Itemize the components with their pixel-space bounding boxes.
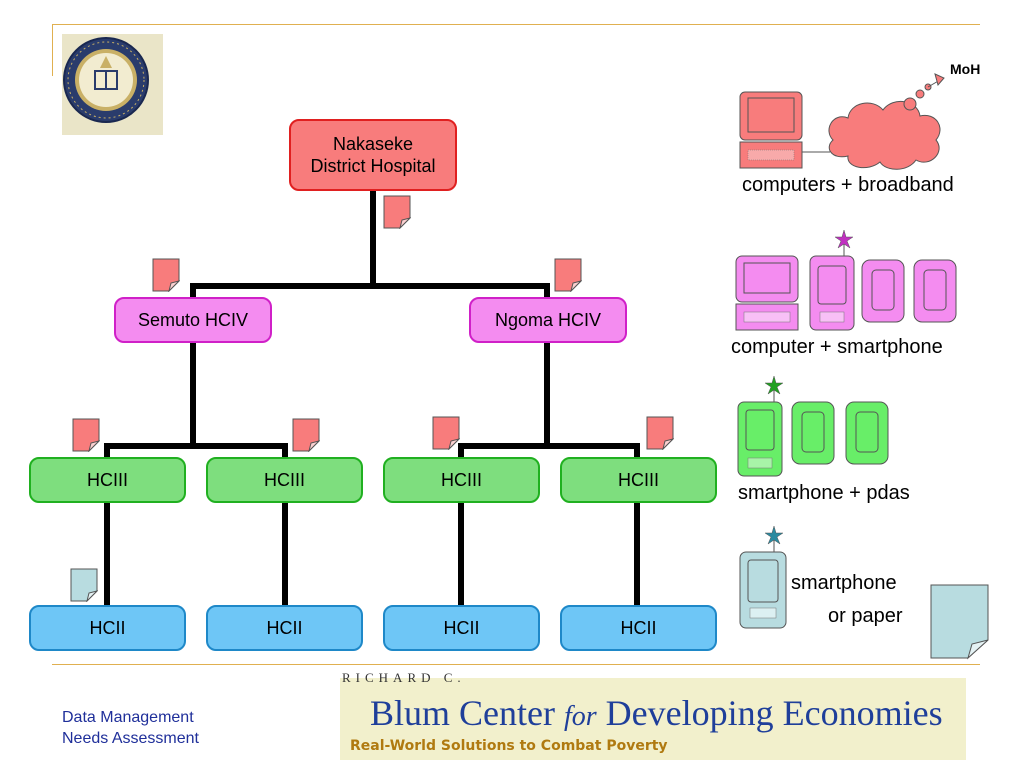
node-hcii-3: HCII xyxy=(383,605,540,651)
connector-ngoma-drop xyxy=(544,283,550,299)
node-hciii-3: HCIII xyxy=(383,457,540,503)
legend-smartphone-pdas-label: smartphone + pdas xyxy=(738,482,910,504)
node-nakaseke-district-hospital: Nakaseke District Hospital xyxy=(289,119,457,191)
node-root-line2: District Hospital xyxy=(310,156,436,176)
node-hciii-4: HCIII xyxy=(560,457,717,503)
document-icon-hciii-1 xyxy=(72,418,100,452)
legend-computers-broadband-label: computers + broadband xyxy=(742,174,954,196)
footer-caption: Data Management Needs Assessment xyxy=(62,707,199,749)
blum-center-logo: RICHARD C. Blum Center for Developing Ec… xyxy=(340,670,966,760)
node-ngoma-label: Ngoma HCIV xyxy=(494,310,602,330)
node-hcii-4: HCII xyxy=(560,605,717,651)
node-semuto-hciv: Semuto HCIV xyxy=(114,297,272,343)
footer-line2: Needs Assessment xyxy=(62,730,199,747)
logo-main-line: Blum Center for Developing Economies xyxy=(370,692,943,734)
connector-hciii-3-drop xyxy=(458,443,464,459)
top-rule xyxy=(52,24,980,25)
document-icon-hciii-4 xyxy=(646,416,674,450)
legend-or-paper-label: or paper xyxy=(828,605,903,627)
connector-hcii-1 xyxy=(104,503,110,607)
logo-top-text: RICHARD C. xyxy=(342,670,466,685)
connector-root-trunk xyxy=(370,190,376,286)
node-hciii-3-label: HCIII xyxy=(440,470,482,490)
node-root-line1: Nakaseke xyxy=(332,134,414,154)
document-icon-hciii-3 xyxy=(432,416,460,450)
node-hcii-1: HCII xyxy=(29,605,186,651)
node-hciii-4-label: HCIII xyxy=(617,470,659,490)
smartphone-paper-icon xyxy=(739,525,787,629)
moh-label: MoH xyxy=(950,61,981,77)
logo-for: for xyxy=(563,701,597,732)
logo-tagline: Real-World Solutions to Combat Poverty xyxy=(350,738,668,754)
node-hcii-2: HCII xyxy=(206,605,363,651)
bottom-rule xyxy=(52,664,980,665)
paper-document-icon xyxy=(930,584,989,660)
connector-hciii-2-drop xyxy=(282,443,288,459)
connector-level2-bar xyxy=(190,283,550,289)
node-hciii-2-label: HCIII xyxy=(263,470,305,490)
node-hcii-2-label: HCII xyxy=(266,618,303,638)
connector-semuto-trunk xyxy=(190,343,196,447)
smartphone-pdas-icon xyxy=(737,375,889,477)
document-icon-hciii-2 xyxy=(292,418,320,452)
node-hciii-2: HCIII xyxy=(206,457,363,503)
node-hciii-1: HCIII xyxy=(29,457,186,503)
connector-ngoma-trunk xyxy=(544,343,550,447)
node-hcii-1-label: HCII xyxy=(89,618,126,638)
logo-blum-center: Blum Center xyxy=(370,693,555,733)
node-hcii-4-label: HCII xyxy=(620,618,657,638)
legend-smartphone-label: smartphone xyxy=(791,572,897,594)
document-icon-hospital xyxy=(383,195,411,229)
node-semuto-label: Semuto HCIV xyxy=(137,310,249,330)
footer-line1: Data Management xyxy=(62,709,194,726)
logo-developing-economies: Developing Economies xyxy=(605,693,943,733)
connector-hciii-4-drop xyxy=(634,443,640,459)
connector-hcii-2 xyxy=(282,503,288,607)
connector-hcii-4 xyxy=(634,503,640,607)
document-icon-semuto xyxy=(152,258,180,292)
paper-document-icon-hcii xyxy=(70,568,98,602)
document-icon-ngoma xyxy=(554,258,582,292)
connector-ngoma-bar xyxy=(458,443,640,449)
connector-hcii-3 xyxy=(458,503,464,607)
connector-semuto-drop xyxy=(190,283,196,299)
logo-background xyxy=(340,678,966,760)
node-hcii-3-label: HCII xyxy=(443,618,480,638)
node-ngoma-hciv: Ngoma HCIV xyxy=(469,297,627,343)
computer-smartphone-icon xyxy=(735,229,957,331)
university-seal-logo xyxy=(62,34,163,135)
node-hciii-1-label: HCIII xyxy=(86,470,128,490)
connector-hciii-1-drop xyxy=(104,443,110,459)
left-rule xyxy=(52,24,53,76)
legend-computer-smartphone-label: computer + smartphone xyxy=(731,336,943,358)
computer-broadband-icon xyxy=(739,73,945,170)
connector-semuto-bar xyxy=(104,443,288,449)
